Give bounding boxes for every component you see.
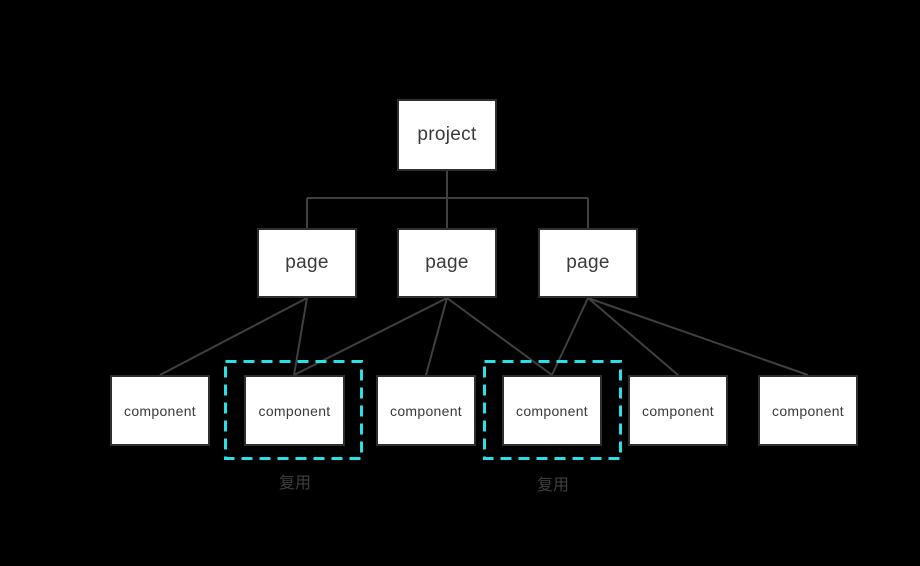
page-node-3: page bbox=[538, 228, 638, 298]
page-node-1: page bbox=[257, 228, 357, 298]
component-node-2-reused: component bbox=[244, 375, 345, 446]
component-node-6: component bbox=[758, 375, 858, 446]
reuse-highlight-box bbox=[483, 360, 622, 460]
component-node-label: component bbox=[390, 402, 462, 419]
component-node-3: component bbox=[376, 375, 476, 446]
connector-line bbox=[587, 297, 809, 376]
page-node-2: page bbox=[397, 228, 497, 298]
component-node-5: component bbox=[628, 375, 728, 446]
connector-line bbox=[587, 297, 679, 376]
connector-line bbox=[293, 297, 308, 376]
reuse-highlight-box bbox=[224, 360, 363, 460]
page-node-label: page bbox=[425, 252, 469, 273]
component-node-label: component bbox=[124, 402, 196, 419]
page-node-label: page bbox=[285, 252, 329, 273]
reuse-annotation: 复用 bbox=[278, 475, 311, 492]
component-node-label: component bbox=[258, 402, 331, 419]
project-node: project bbox=[397, 99, 497, 171]
project-node-label: project bbox=[417, 124, 477, 145]
component-node-label: component bbox=[642, 402, 714, 419]
connector-line bbox=[159, 297, 308, 376]
page-node-label: page bbox=[566, 252, 610, 273]
connector-line bbox=[446, 297, 553, 376]
connector-line bbox=[425, 297, 448, 376]
component-node-label: component bbox=[772, 402, 844, 419]
connector-line bbox=[293, 297, 448, 376]
component-node-1: component bbox=[110, 375, 210, 446]
component-node-4-reused: component bbox=[502, 375, 602, 446]
component-node-label: component bbox=[516, 402, 588, 419]
reuse-annotation: 复用 bbox=[536, 477, 569, 494]
connector-line bbox=[551, 297, 589, 376]
